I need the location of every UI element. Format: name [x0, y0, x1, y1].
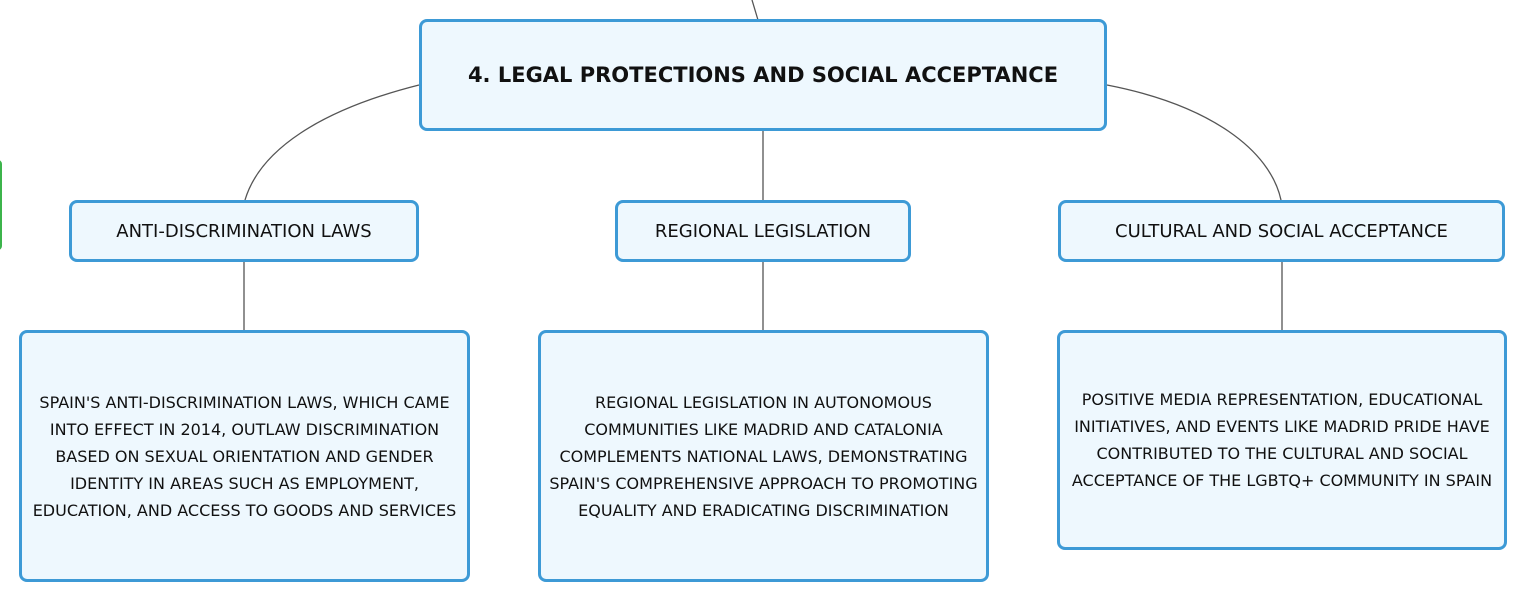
branch-label: CULTURAL AND SOCIAL ACCEPTANCE: [1115, 220, 1448, 242]
detail-node-cultural-and-social-acceptance[interactable]: POSITIVE MEDIA REPRESENTATION, EDUCATION…: [1057, 330, 1507, 550]
branch-node-cultural-and-social-acceptance[interactable]: CULTURAL AND SOCIAL ACCEPTANCE: [1058, 200, 1505, 262]
connector-root-to-anti-discrimination: [244, 84, 420, 201]
branch-node-regional-legislation[interactable]: REGIONAL LEGISLATION: [615, 200, 911, 262]
detail-text: POSITIVE MEDIA REPRESENTATION, EDUCATION…: [1071, 390, 1493, 490]
branch-label: REGIONAL LEGISLATION: [654, 220, 872, 242]
detail-text: REGIONAL LEGISLATION IN AUTONOMOUS COMMU…: [549, 392, 978, 520]
connector-top-incoming: [751, 0, 759, 21]
root-topic-node[interactable]: 4. LEGAL PROTECTIONS AND SOCIAL ACCEPTAN…: [419, 19, 1107, 131]
branch-node-anti-discrimination-laws[interactable]: ANTI-DISCRIMINATION LAWS: [69, 200, 419, 262]
detail-node-anti-discrimination-laws[interactable]: SPAIN'S ANTI-DISCRIMINATION LAWS, WHICH …: [19, 330, 470, 582]
branch-label: ANTI-DISCRIMINATION LAWS: [116, 220, 372, 242]
side-tab-edge: [0, 160, 2, 250]
connector-root-to-cultural: [1106, 84, 1282, 201]
detail-text: SPAIN'S ANTI-DISCRIMINATION LAWS, WHICH …: [32, 392, 457, 520]
root-topic-title: 4. LEGAL PROTECTIONS AND SOCIAL ACCEPTAN…: [467, 63, 1059, 87]
detail-node-regional-legislation[interactable]: REGIONAL LEGISLATION IN AUTONOMOUS COMMU…: [538, 330, 989, 582]
